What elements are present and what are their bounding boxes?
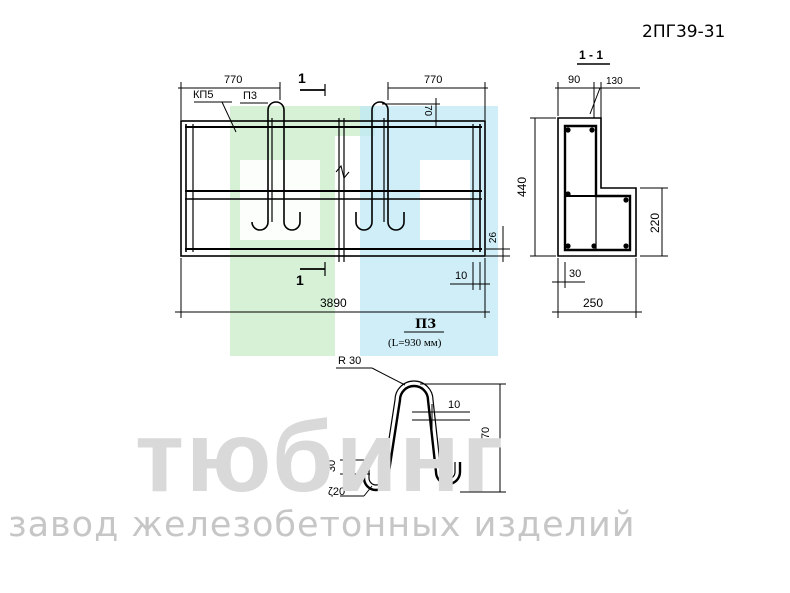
dim-250: 250: [583, 296, 604, 310]
dim-90: 90: [568, 74, 581, 86]
hook-radius: R 30: [338, 355, 362, 367]
dim-26: 26: [488, 231, 500, 244]
dim-440: 440: [515, 176, 530, 198]
hook-detail: [336, 331, 506, 497]
watermark-tagline: завод железобетонных изделий: [8, 505, 636, 545]
label-kp5: КП5: [193, 89, 214, 101]
dim-10: 10: [455, 270, 468, 282]
dim-220: 220: [648, 212, 663, 234]
hook-shape: [362, 384, 462, 492]
section-title: 1 - 1: [579, 48, 604, 62]
section-view: [530, 63, 668, 318]
dim-130: 130: [606, 76, 623, 87]
dim-total: 3890: [320, 296, 347, 310]
label-p3: П3: [243, 90, 258, 102]
dim-70: 70: [422, 104, 434, 117]
panel-outline: [180, 120, 486, 257]
watermark-logo: [230, 106, 498, 356]
hook-dim-10: 10: [448, 399, 461, 411]
dim-right-770: 770: [424, 74, 443, 86]
hook-length: (L=930 мм): [388, 337, 442, 349]
hook-right: [355, 101, 405, 231]
hook-dim-20: ζ20: [328, 486, 346, 498]
dim-30: 30: [569, 268, 582, 280]
cut-mark-top: 1: [298, 70, 306, 86]
hook-title: П3: [415, 317, 437, 332]
hook-left: [251, 101, 301, 231]
watermark-brand: тюбинг: [135, 401, 506, 513]
cut-mark-bottom: 1: [296, 272, 304, 288]
drawing-code: 2ПГ39-31: [642, 22, 726, 42]
elevation-view: [175, 82, 510, 318]
dim-left-770: 770: [224, 74, 243, 86]
